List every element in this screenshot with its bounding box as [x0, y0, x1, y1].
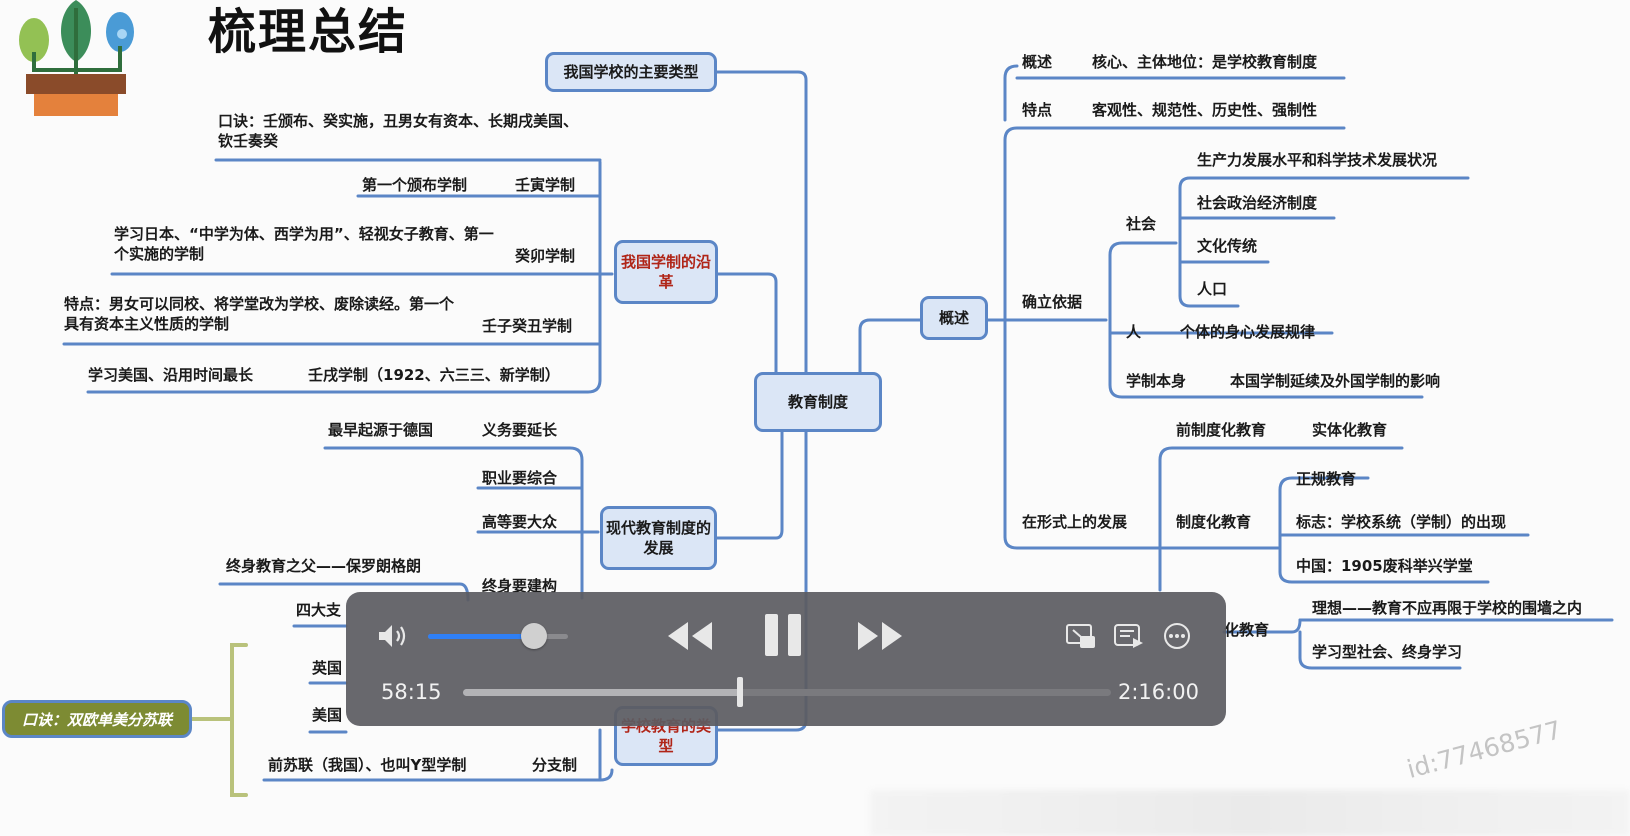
society-item-3: 文化传统 [1197, 237, 1258, 255]
queli-label: 确立依据 [1022, 293, 1083, 311]
zhidu-item-1: 正规教育 [1296, 470, 1357, 488]
tedian-desc: 客观性、规范性、历史性、强制性 [1092, 101, 1318, 119]
society-item-4: 人口 [1197, 280, 1228, 298]
qian-label: 前制度化教育 [1176, 421, 1267, 439]
volume-slider[interactable] [428, 623, 568, 649]
volume-level [428, 634, 535, 639]
yiwu-label: 义务要延长 [482, 421, 558, 439]
fast-forward-icon[interactable] [852, 616, 908, 656]
blurred-caption [870, 790, 1630, 836]
renyin-label: 壬寅学制 [515, 176, 576, 194]
fenzhi-label: 分支制 [532, 756, 578, 774]
node-overview: 概述 [920, 296, 988, 340]
gaishu-label: 概述 [1022, 53, 1053, 71]
tedian-label: 特点 [1022, 101, 1053, 119]
progress-bar[interactable] [463, 677, 1111, 707]
ren-desc: 个体的身心发展规律 [1180, 323, 1316, 341]
xingshi-label: 在形式上的发展 [1022, 513, 1128, 531]
zhongshen-label: 终身要建构 [482, 577, 558, 595]
renzi-desc: 特点：男女可以同校、将学堂改为学校、废除读经。第一个具有资本主义性质的学制 [64, 295, 455, 333]
volume-icon[interactable] [374, 618, 414, 654]
fei-label: 化教育 [1224, 621, 1270, 639]
zhidu-label: 制度化教育 [1176, 513, 1252, 531]
meiguo-label: 美国 [312, 706, 343, 724]
picture-in-picture-icon[interactable] [1064, 620, 1098, 652]
gaishu-desc: 核心、主体地位：是学校教育制度 [1092, 53, 1318, 71]
gaodeng-label: 高等要大众 [482, 513, 558, 531]
playlist-icon[interactable] [1112, 620, 1146, 652]
xuezhi-desc: 本国学制延续及外国学制的影响 [1230, 372, 1441, 390]
page-title: 梳理总结 [208, 4, 409, 60]
node-center: 教育制度 [754, 372, 882, 432]
guimao-label: 癸卯学制 [515, 247, 576, 265]
video-player-controls[interactable] [346, 592, 1226, 726]
total-time: 2:16:00 [1118, 680, 1199, 704]
plant-logo-icon [19, 0, 134, 116]
renxu-desc: 学习美国、沿用时间最长 [88, 366, 254, 384]
fei-item-2: 学习型社会、终身学习 [1312, 643, 1463, 661]
renzi-label: 壬子癸丑学制 [482, 317, 573, 335]
fei-item-1: 理想——教育不应再限于学校的围墙之内 [1312, 599, 1583, 617]
node-school-types: 我国学校的主要类型 [545, 52, 717, 92]
rewind-icon[interactable] [662, 616, 718, 656]
sulian-label: 前苏联（我国）、也叫Y型学制 [268, 756, 467, 774]
yiwu-desc: 最早起源于德国 [328, 421, 434, 439]
society-item-1: 生产力发展水平和科学技术发展状况 [1197, 151, 1438, 169]
pause-icon[interactable] [760, 610, 806, 660]
koujue-text: 口诀：壬颁布、癸实施，丑男女有资本、长期戌美国、钦壬奏癸 [218, 112, 579, 150]
node-evolution: 我国学制的沿革 [614, 240, 718, 304]
zhidu-item-3: 中国：1905废科举兴学堂 [1296, 557, 1473, 575]
shehui-label: 社会 [1126, 215, 1157, 233]
sida-label: 四大支 [296, 601, 342, 619]
progress-fill [463, 689, 741, 696]
yingguo-label: 英国 [312, 659, 343, 677]
mnemonic-box: 口诀：双欧单美分苏联 [2, 700, 192, 738]
node-modern: 现代教育制度的发展 [600, 506, 717, 570]
society-item-2: 社会政治经济制度 [1197, 194, 1318, 212]
zhiye-label: 职业要综合 [482, 469, 558, 487]
ren-label: 人 [1126, 323, 1142, 341]
renxu-label: 壬戌学制（1922、六三三、新学制） [308, 366, 560, 384]
guimao-desc: 学习日本、“中学为体、西学为用”、轻视女子教育、第一个实施的学制 [114, 225, 494, 263]
xuezhi-label: 学制本身 [1126, 372, 1187, 390]
volume-knob[interactable] [521, 623, 548, 649]
zhongshen-desc: 终身教育之父——保罗朗格朗 [226, 557, 422, 575]
more-icon[interactable] [1160, 620, 1194, 652]
zhidu-item-2: 标志：学校系统（学制）的出现 [1296, 513, 1507, 531]
renyin-desc: 第一个颁布学制 [362, 176, 468, 194]
current-time: 58:15 [381, 680, 442, 704]
progress-scrubber[interactable] [737, 677, 744, 707]
qian-desc: 实体化教育 [1312, 421, 1388, 439]
